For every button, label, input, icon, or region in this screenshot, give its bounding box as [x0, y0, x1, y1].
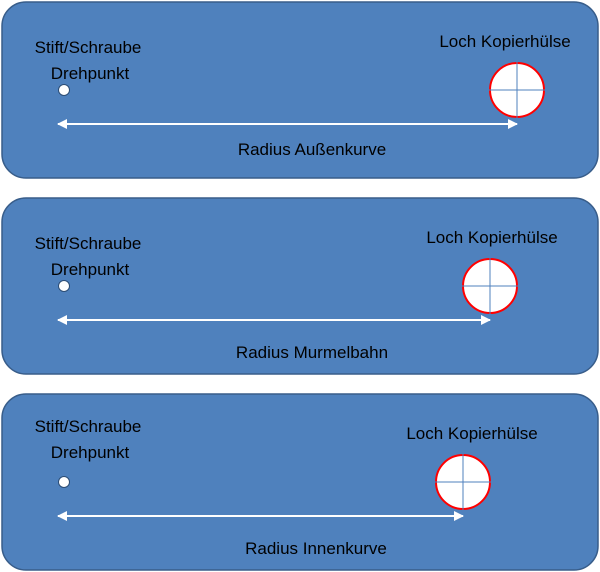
pivot-point-icon — [58, 476, 70, 488]
radius-label: Radius Murmelbahn — [236, 343, 388, 362]
radius-label: Radius Innenkurve — [245, 539, 387, 558]
pivot-label-line1: Stift/Schraube — [35, 234, 142, 253]
pivot-label-line1: Stift/Schraube — [35, 38, 142, 57]
panel-background — [1, 197, 599, 375]
panel-background — [1, 393, 599, 571]
pivot-label-line2: Drehpunkt — [51, 443, 130, 462]
hole-label: Loch Kopierhülse — [406, 424, 537, 443]
pivot-point-icon — [58, 280, 70, 292]
pivot-label-line2: Drehpunkt — [51, 260, 130, 279]
hole-label: Loch Kopierhülse — [439, 32, 570, 51]
hole-label: Loch Kopierhülse — [426, 228, 557, 247]
pivot-point-icon — [58, 84, 70, 96]
panel-background — [1, 1, 599, 179]
radius-label: Radius Außenkurve — [238, 140, 386, 159]
pivot-label-line2: Drehpunkt — [51, 64, 130, 83]
pivot-label-line1: Stift/Schraube — [35, 417, 142, 436]
